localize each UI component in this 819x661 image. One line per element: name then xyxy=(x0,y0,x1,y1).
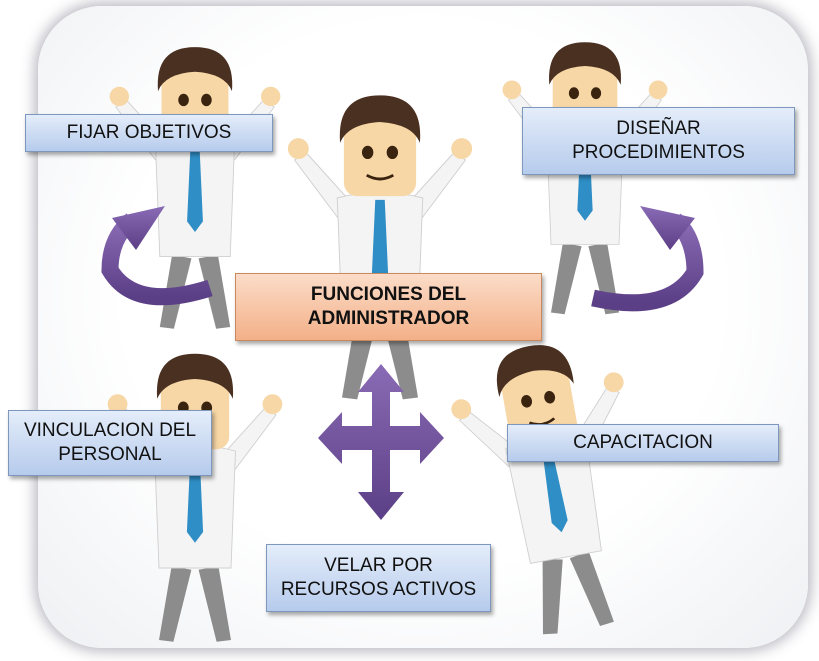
disenar-procedimientos-box: DISEÑAR PROCEDIMIENTOS xyxy=(522,107,795,175)
funciones-administrador-box: FUNCIONES DEL ADMINISTRADOR xyxy=(235,273,542,341)
velar-recursos-box: VELAR POR RECURSOS ACTIVOS xyxy=(266,544,491,612)
fijar-objetivos-box: FIJAR OBJETIVOS xyxy=(25,114,273,152)
capacitacion-box: CAPACITACION xyxy=(507,424,779,462)
businessman-cartoon xyxy=(106,352,284,644)
vinculacion-personal-box: VINCULACION DEL PERSONAL xyxy=(8,410,212,476)
businessman-cartoon xyxy=(286,93,474,401)
four-way-arrow xyxy=(318,364,444,520)
curved-arrow xyxy=(101,206,213,306)
curved-arrow xyxy=(591,206,704,312)
